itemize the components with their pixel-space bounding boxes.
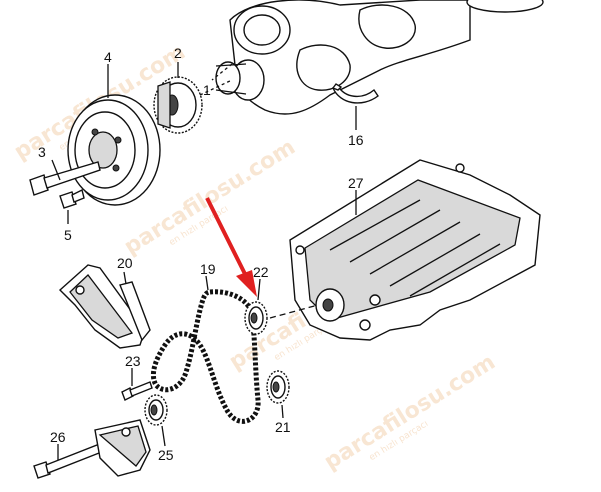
label-27: 27 [348, 175, 364, 191]
label-19: 19 [200, 261, 216, 277]
crank-sprocket-part-25 [144, 394, 168, 447]
callout-labels: 1 2 3 4 5 16 19 20 21 22 23 25 26 27 [38, 45, 364, 463]
oil-pump-sprocket-part-22 [244, 278, 319, 335]
label-20: 20 [117, 255, 133, 271]
chain-tensioner-part-20 [58, 264, 151, 349]
balance-sprocket-part-21 [266, 370, 290, 419]
crank-pulley-part-4 [67, 64, 161, 206]
pulley-bolt-part-3 [29, 159, 101, 196]
label-2: 2 [174, 45, 182, 61]
label-16: 16 [348, 132, 364, 148]
label-1: 1 [203, 82, 211, 98]
label-26: 26 [50, 429, 66, 445]
label-25: 25 [158, 447, 174, 463]
label-4: 4 [104, 49, 112, 65]
label-22: 22 [253, 264, 269, 280]
crank-sprocket-part-2 [153, 62, 233, 134]
label-23: 23 [125, 353, 141, 369]
highlight-arrow [205, 197, 257, 297]
bearing-shell-part-16 [331, 83, 379, 130]
pulley-bolt-part-5 [59, 188, 85, 224]
oil-pump-housing-part-27 [289, 159, 541, 341]
watermark-brand-4: parcafilosu.com [320, 350, 500, 475]
guide-rail [94, 419, 151, 477]
label-5: 5 [64, 227, 72, 243]
bolt-part-23 [121, 368, 153, 401]
label-3: 3 [38, 144, 46, 160]
label-21: 21 [275, 419, 291, 435]
timing-chain-part-19 [150, 275, 261, 424]
crankshaft [211, 0, 544, 115]
